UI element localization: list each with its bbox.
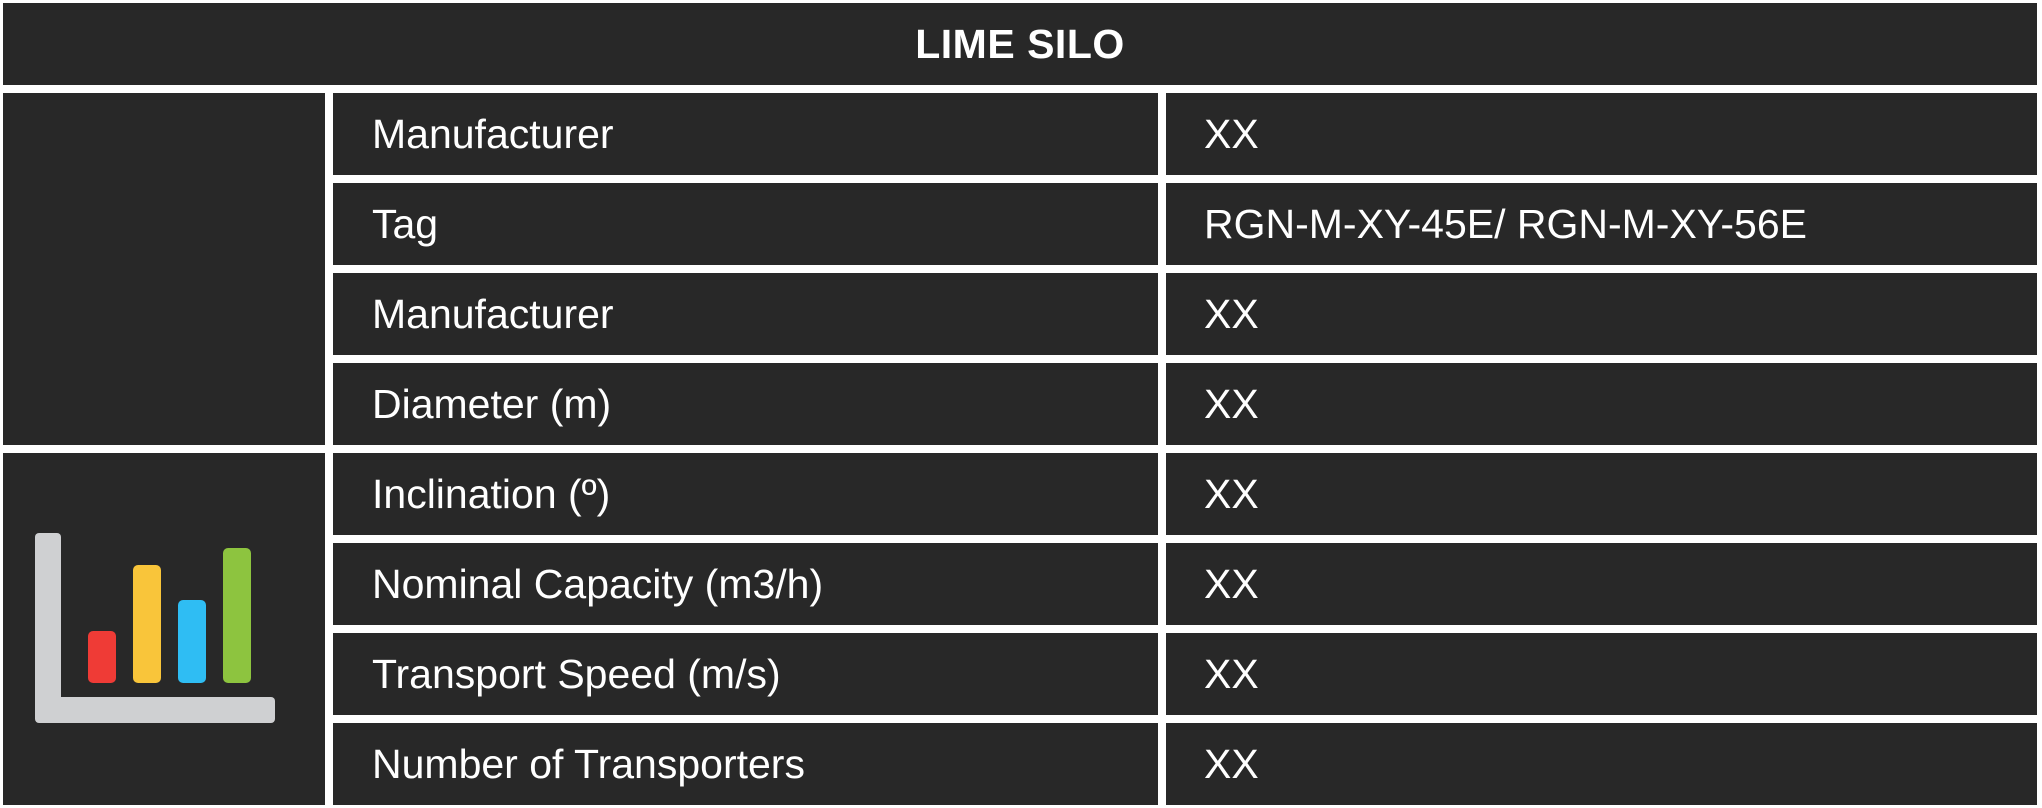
table-title: LIME SILO: [915, 20, 1125, 67]
side-panel-bottom: [3, 453, 325, 805]
row-label-inclination: Inclination (º): [333, 453, 1158, 535]
row-value-transport-speed: XX: [1166, 633, 2037, 715]
row-value-number-of-transporters: XX: [1166, 723, 2037, 805]
bar-chart-icon: [33, 533, 283, 733]
row-value-nominal-capacity: XX: [1166, 543, 2037, 625]
side-panel-top: [3, 93, 325, 445]
row-value-diameter: XX: [1166, 363, 2037, 445]
row-value-inclination: XX: [1166, 453, 2037, 535]
row-label-transport-speed: Transport Speed (m/s): [333, 633, 1158, 715]
row-label-diameter: Diameter (m): [333, 363, 1158, 445]
row-value-tag: RGN-M-XY-45E/ RGN-M-XY-56E: [1166, 183, 2037, 265]
row-label-tag: Tag: [333, 183, 1158, 265]
row-value-manufacturer-2: XX: [1166, 273, 2037, 355]
row-label-nominal-capacity: Nominal Capacity (m3/h): [333, 543, 1158, 625]
row-label-number-of-transporters: Number of Transporters: [333, 723, 1158, 805]
row-label-manufacturer: Manufacturer: [333, 93, 1158, 175]
row-value-manufacturer: XX: [1166, 93, 2037, 175]
row-label-manufacturer-2: Manufacturer: [333, 273, 1158, 355]
table-header: LIME SILO: [3, 3, 2037, 85]
